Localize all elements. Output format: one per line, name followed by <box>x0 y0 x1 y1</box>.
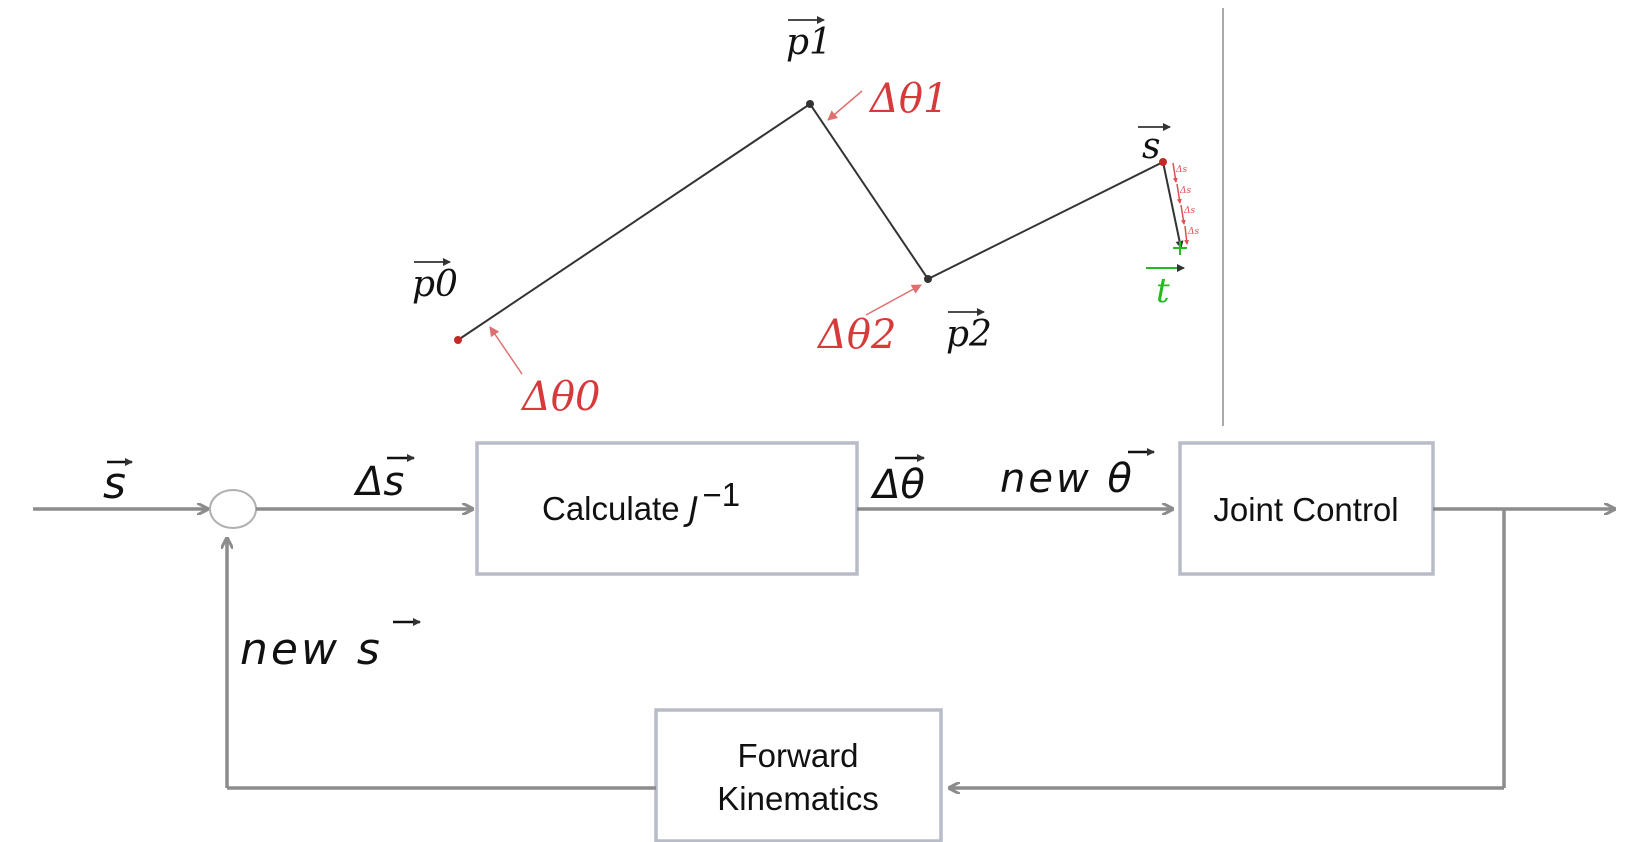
label-p0: p0 <box>412 258 458 305</box>
svg-text:Δθ0: Δθ0 <box>520 374 600 420</box>
svg-text:new θ: new θ <box>1000 456 1135 502</box>
joint-control-box <box>1178 441 1435 576</box>
delta-s-step-label-4: Δs <box>1187 227 1199 237</box>
svg-text:p1: p1 <box>786 22 832 63</box>
label-delta-theta: Δθ <box>870 454 925 508</box>
joint-p2-dot <box>924 275 932 283</box>
end-effector-s-dot <box>1159 158 1167 166</box>
delta-s-step-label-2: Δs <box>1179 186 1191 196</box>
delta-s-step-3 <box>1180 204 1186 225</box>
end-effector-direction-arrow <box>1162 161 1184 249</box>
svg-text:Δθ: Δθ <box>870 462 925 508</box>
summing-junction <box>209 489 257 529</box>
block-diagram: Calculate J −1 Joint Control Forward Kin… <box>33 441 1615 842</box>
delta-s-step-4 <box>1184 225 1190 245</box>
svg-text:p2: p2 <box>946 314 992 355</box>
svg-text:new s: new s <box>240 624 383 675</box>
svg-text:Δθ2: Δθ2 <box>816 312 896 358</box>
fk-label-line1: Forward <box>737 737 858 774</box>
svg-text:t: t <box>1156 271 1170 311</box>
svg-text:Δs: Δs <box>353 459 404 505</box>
label-t: t <box>1146 264 1185 311</box>
delta-s-step-2 <box>1176 183 1182 204</box>
label-new-theta: new θ <box>1000 448 1155 502</box>
angle-delta-theta-0: Δθ0 <box>489 326 600 420</box>
angle-delta-theta-1: Δθ1 <box>827 76 948 122</box>
label-delta-s: Δs <box>353 454 415 505</box>
target-t-cross <box>1173 241 1187 255</box>
calculate-box-label: Calculate J −1 <box>542 476 740 528</box>
label-new-s: new s <box>240 618 421 675</box>
svg-text:p0: p0 <box>412 264 458 305</box>
delta-s-step-label-3: Δs <box>1183 206 1195 216</box>
joint-p1-dot <box>806 100 814 108</box>
joint-control-label: Joint Control <box>1213 491 1398 528</box>
svg-text:Δθ1: Δθ1 <box>868 76 948 122</box>
label-s: s <box>1138 123 1171 167</box>
label-p1: p1 <box>786 16 832 63</box>
calculate-jacobian-inverse-box <box>475 441 859 576</box>
label-input-s: s <box>103 458 133 509</box>
forward-kinematics-box <box>654 708 943 842</box>
svg-text:s: s <box>103 458 126 509</box>
angle-delta-theta-2: Δθ2 <box>816 284 922 358</box>
fk-label-line2: Kinematics <box>717 780 878 817</box>
delta-s-step-1 <box>1172 162 1178 183</box>
delta-s-step-label-1: Δs <box>1175 165 1187 175</box>
svg-text:s: s <box>1142 126 1160 167</box>
joint-p0-dot <box>454 336 462 344</box>
arm-links <box>457 102 1164 341</box>
label-p2: p2 <box>946 308 992 355</box>
arm-diagram: Δs Δs Δs Δs p0 p1 p2 s t Δθ0 <box>412 16 1199 420</box>
